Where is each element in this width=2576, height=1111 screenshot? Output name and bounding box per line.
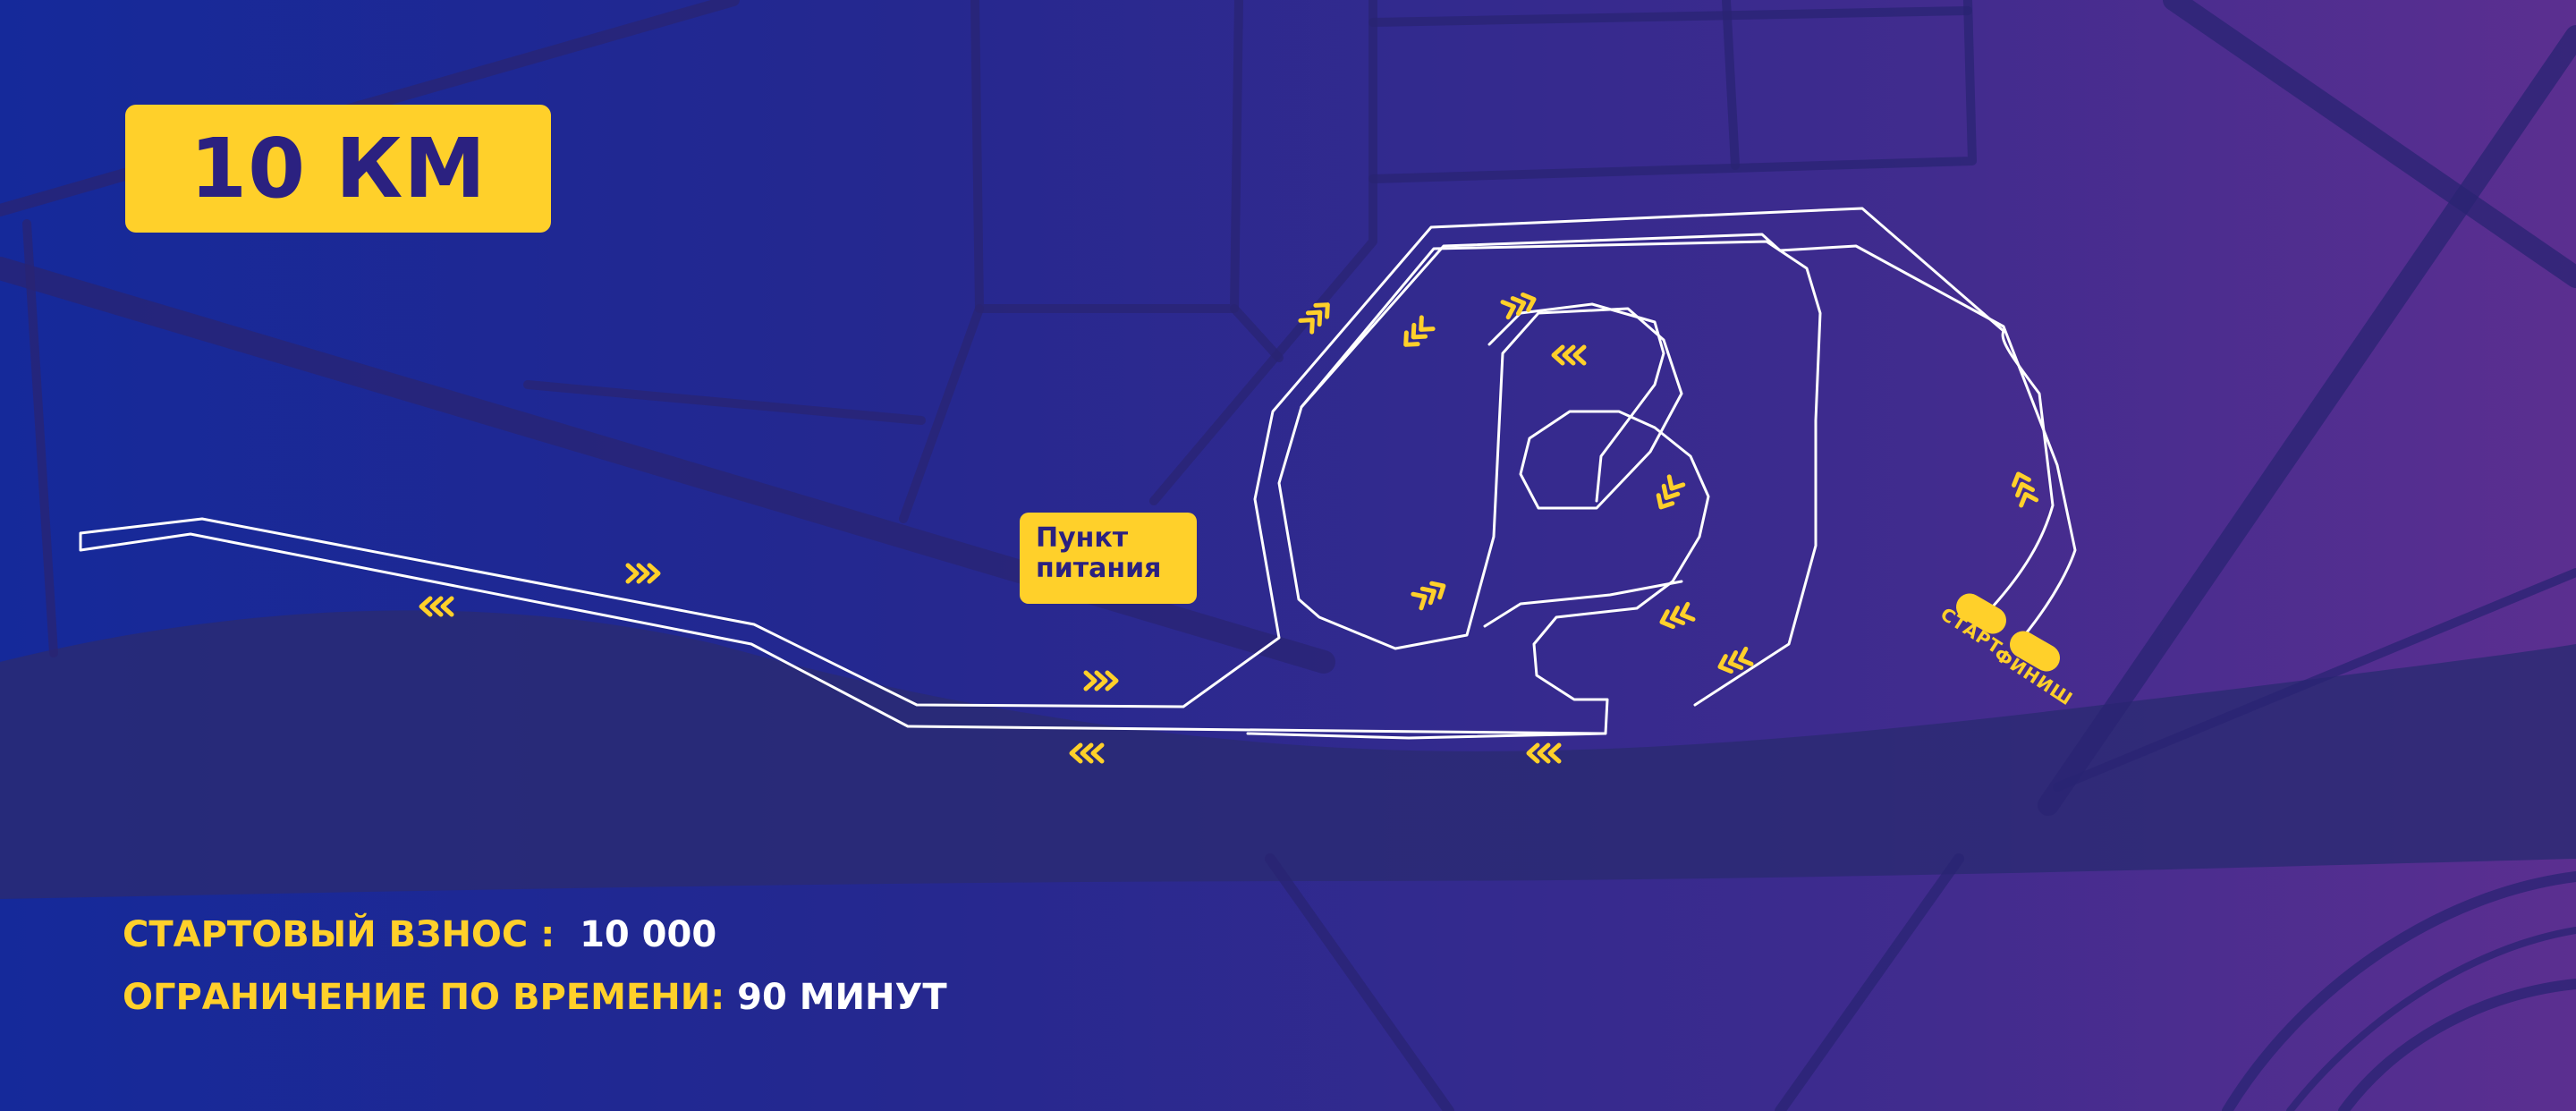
- chevron-arrows-icon: [419, 596, 454, 617]
- distance-badge: 10 КМ: [125, 105, 551, 233]
- route-path-inner: [1246, 233, 2077, 740]
- route-path-loop-inner: [1487, 302, 1665, 503]
- chevron-arrows-icon: [625, 563, 661, 584]
- chevron-arrows-icon: [2011, 471, 2039, 508]
- fee-row: СТАРТОВЫЙ ВЗНОС : 10 000: [123, 914, 716, 955]
- start-marker-icon: [1956, 593, 2006, 634]
- food-point-line2: питания: [1036, 553, 1162, 584]
- chevron-arrows-icon: [1500, 292, 1537, 320]
- chevron-arrows-icon: [1551, 344, 1587, 366]
- time-limit-value: 90 МИНУТ: [737, 977, 947, 1018]
- chevron-arrows-icon: [1411, 581, 1446, 611]
- finish-marker-icon: [2010, 631, 2060, 672]
- fee-label: СТАРТОВЫЙ ВЗНОС :: [123, 914, 555, 955]
- chevron-arrows-icon: [1656, 474, 1686, 510]
- running-route: [79, 207, 2077, 740]
- chevron-arrows-icon: [1403, 315, 1436, 347]
- time-limit-label: ОГРАНИЧЕНИЕ ПО ВРЕМЕНИ:: [123, 977, 725, 1018]
- start-finish: СТАРТ ФИНИШ: [1936, 593, 2077, 710]
- fee-value: 10 000: [580, 914, 717, 955]
- route-path-outer: [79, 207, 2055, 735]
- route-path-loop: [1300, 240, 1822, 707]
- food-point-label: Пункт питания: [1020, 513, 1197, 604]
- chevron-arrows-icon: [1069, 742, 1105, 764]
- chevron-arrows-icon: [1083, 670, 1119, 691]
- river: [0, 610, 2576, 899]
- chevron-arrows-icon: [1659, 601, 1696, 630]
- direction-arrows: [419, 292, 2039, 764]
- time-limit-row: ОГРАНИЧЕНИЕ ПО ВРЕМЕНИ: 90 МИНУТ: [123, 977, 947, 1018]
- chevron-arrows-icon: [1717, 646, 1754, 674]
- distance-label: 10 КМ: [190, 121, 487, 216]
- route-path-cross: [1483, 580, 1683, 628]
- food-point-line1: Пункт: [1036, 522, 1129, 554]
- chevron-arrows-icon: [1526, 742, 1562, 764]
- chevron-arrows-icon: [1298, 302, 1330, 335]
